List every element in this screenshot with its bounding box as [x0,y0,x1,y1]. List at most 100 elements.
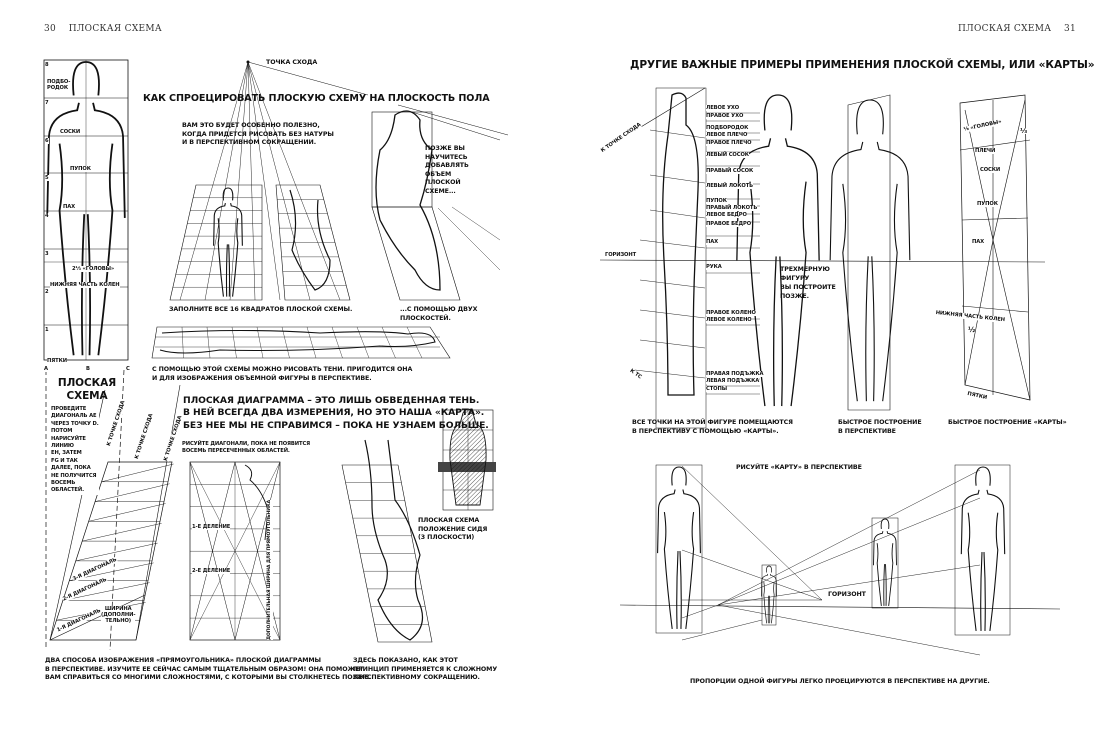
side-figure [662,92,699,396]
grid-line [206,326,211,359]
near-figure-left [657,466,701,630]
body-point-label: ЛЕВЫЙ ЛОКОТЬ [706,183,753,189]
floor-figure-1 [213,187,243,297]
vp-line [135,384,181,641]
map-diagonal [992,99,1026,241]
body-point-label: ПУПОК [706,198,727,204]
label-nipples: СОСКИ [60,129,81,135]
map-line [959,139,1031,151]
map-label-navel: ПУПОК [977,201,998,207]
grid-line [231,326,237,359]
caption-proportions: ПРОПОРЦИИ ОДНОЙ ФИГУРЫ ЛЕГКО ПРОЕЦИРУЮТС… [690,678,990,685]
grid-number: 4 [45,213,49,219]
arm-sketch [244,464,269,541]
vanishing-point [246,60,250,64]
vp-line [649,129,706,139]
horizon-line-2 [619,604,1061,610]
projection-line [681,619,763,641]
projection-line [717,604,981,656]
body-point-label: ПРАВОЕ УХО [706,113,744,119]
perspective-ray [397,104,509,136]
grid-line [256,326,264,359]
map-label-nipples: СОСКИ [980,167,1001,173]
body-point-label: РУКА [706,264,722,270]
grid-line [281,326,290,359]
body-point-label: ПОДБОРОДОК [706,125,749,131]
body-point-label: ПРАВЫЙ СОСОК [706,168,754,174]
projection-line [717,497,981,606]
vp-line [639,309,706,319]
perspective-ray [451,206,501,241]
map-label-crotch: ПАХ [972,239,985,245]
vp-line [634,369,706,379]
diagonal [88,503,166,522]
label-width: 2⅓ «ГОЛОВЫ» [72,266,115,272]
note-useful: ВАМ ЭТО БУДЕТ ОСОБЕННО ПОЛЕЗНО,КОГДА ПРИ… [182,122,334,147]
map-label-third: ⅓ [1020,127,1028,135]
perspective-ray [247,61,311,301]
standing-figure [46,61,126,356]
projection-line [681,604,719,619]
vp-line [649,209,706,219]
body-point-label: ПАХ [706,239,719,245]
draw-map-label: РИСУЙТЕ «КАРТУ» В ПЕРСПЕКТИВЕ [736,464,862,471]
projection-line [717,564,981,606]
projection-line [681,465,823,601]
persp-box [847,94,891,411]
heading-diagram: ПЛОСКАЯ ДИАГРАММА – ЭТО ЛИШЬ ОБВЕДЕННАЯ … [183,395,489,431]
caption-two-ways: ДВА СПОСОБА ИЗОБРАЖЕНИЯ «ПРЯМОУГОЛЬНИКА»… [45,657,371,682]
body-point-label: ЛЕВАЯ ПОДЪЖКА [706,378,760,384]
base-letter: B [86,366,90,372]
map-diagonal [964,239,994,386]
heading-project: КАК СПРОЕЦИРОВАТЬ ПЛОСКУЮ СХЕМУ НА ПЛОСК… [143,93,490,104]
width-note: ШИРИНА(ДОПОЛНИ-ТЕЛЬНО) [101,606,136,624]
side-figure-frame [655,87,707,429]
grid-line [306,326,317,359]
near-figure-frame-right [954,464,1011,636]
label-crotch: ПАХ [63,204,76,210]
diagonal [62,582,150,601]
grid-number: 2 [45,289,49,295]
heading-right: ДРУГИЕ ВАЖНЫЕ ПРИМЕРЫ ПРИМЕНЕНИЯ ПЛОСКОЙ… [630,59,1095,71]
running-head-left: 30 ПЛОСКАЯ СХЕМА [44,24,162,34]
projection-line [681,549,823,601]
diagonal [189,461,236,641]
foreshortened-grid [341,464,433,643]
body-point-label: СТОПЫ [706,386,727,392]
mid-figure [873,518,897,606]
vp-line [639,239,706,249]
dashed-frame [45,369,125,651]
perspective-ray [179,61,249,301]
map-label-half: ½ [968,326,976,334]
running-title-right: ПЛОСКАЯ СХЕМА [958,24,1052,34]
diagonal [49,594,146,641]
body-point-label: ЛЕВОЕ КОЛЕНО [706,317,752,323]
grid-number: 7 [45,100,49,106]
page-number-left: 30 [44,24,57,34]
label-knees: НИЖНЯЯ ЧАСТЬ КОЛЕН [50,282,120,288]
body-point-label: ЛЕВЫЙ СОСОК [706,152,749,158]
body-point-label: ПРАВЫЙ ЛОКОТЬ [706,205,758,211]
grid-number: 1 [45,327,49,333]
label-heels: ПЯТКИ [47,358,67,364]
grid-number: 3 [45,251,49,257]
perspective-ray [411,111,501,141]
division-1-label: 1-Е ДЕЛЕНИЕ [192,524,231,530]
extra-width-label: ДОПОЛНИТЕЛЬНАЯ ШИРИНА ДЛЯ ПРЯМОУГОЛЬНИКА [267,499,273,640]
body-point-label: ПРАВОЕ ПЛЕЧО [706,140,752,146]
grid-number: 6 [45,138,49,144]
near-figure-right [960,466,1006,631]
mid-figure-frame [871,517,899,609]
lying-figure [159,329,436,354]
grid-number: 5 [45,175,49,181]
body-point-label: ЛЕВОЕ БЕДРО [706,212,747,218]
label-chin: ПОДБО-РОДОК [47,79,71,91]
page-number-right: 31 [1064,24,1077,34]
diagonal [189,461,281,641]
diagonal [75,542,158,562]
